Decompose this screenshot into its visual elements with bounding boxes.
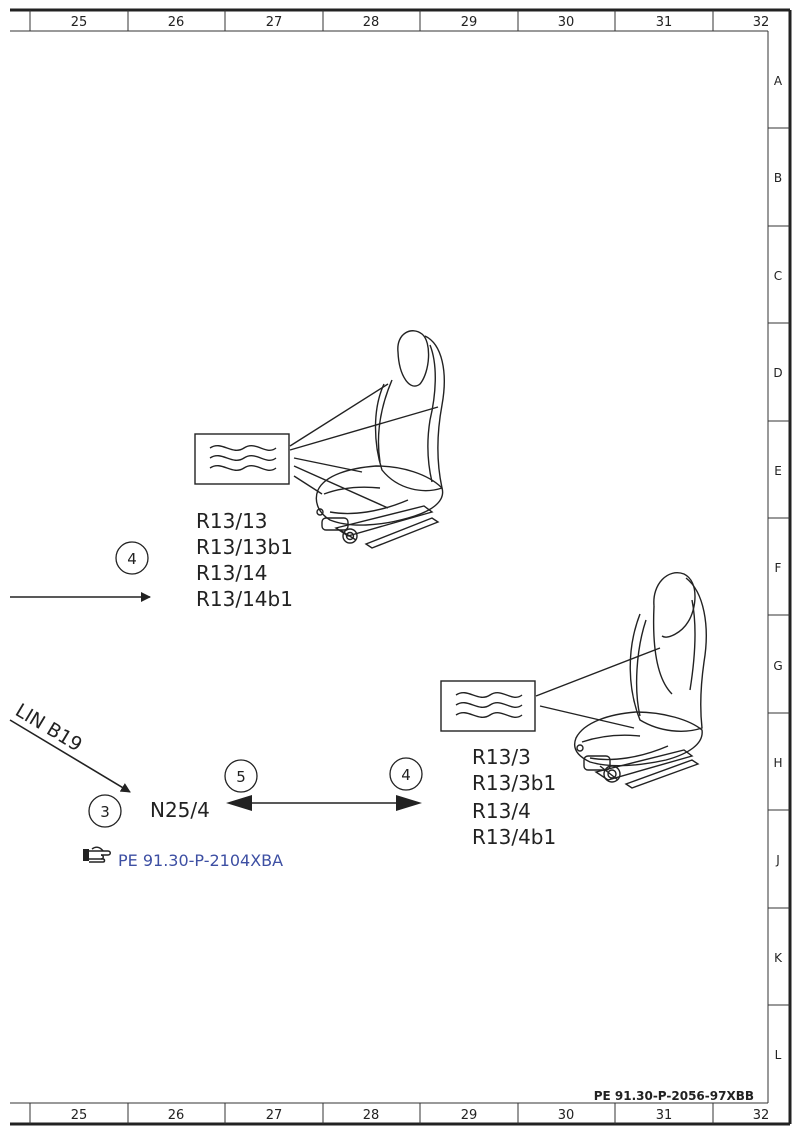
bottom-col-28: 28 bbox=[363, 1108, 380, 1123]
top-col-28: 28 bbox=[363, 15, 380, 30]
bidirectional-connection: 5 4 bbox=[224, 757, 423, 811]
top-col-29: 29 bbox=[461, 15, 478, 30]
lower-label-r13-3: R13/3 bbox=[472, 745, 531, 769]
upper-seat-labels: R13/13 R13/13b1 R13/14 R13/14b1 bbox=[196, 509, 293, 611]
row-L: L bbox=[775, 1048, 782, 1062]
bottom-column-ruler: 25 26 27 28 29 30 31 32 bbox=[29, 1103, 770, 1124]
upper-connection: 4 bbox=[10, 541, 151, 602]
left-circle-marker bbox=[88, 794, 122, 828]
lower-label-r13-4: R13/4 bbox=[472, 799, 531, 823]
lower-label-r13-4b1: R13/4b1 bbox=[472, 825, 556, 849]
upper-circle-number: 4 bbox=[127, 550, 137, 568]
top-column-ruler: 25 26 27 28 29 30 31 32 bbox=[29, 10, 770, 31]
mid-left-circle-number: 5 bbox=[236, 768, 246, 786]
row-A: A bbox=[774, 74, 783, 88]
mid-left-circle-marker bbox=[224, 759, 258, 793]
upper-label-r13-13: R13/13 bbox=[196, 509, 268, 533]
left-circle-number: 3 bbox=[100, 803, 110, 821]
sheet-frame bbox=[10, 8, 792, 1126]
row-H: H bbox=[773, 756, 782, 770]
row-F: F bbox=[775, 561, 782, 575]
left-circle-3: 3 bbox=[88, 794, 122, 828]
upper-heater-symbol bbox=[194, 433, 290, 485]
lin-arrow bbox=[9, 719, 131, 793]
upper-label-r13-13b1: R13/13b1 bbox=[196, 535, 293, 559]
lower-seat-labels: R13/3 R13/3b1 R13/4 R13/4b1 bbox=[472, 745, 556, 849]
top-col-31: 31 bbox=[656, 15, 673, 30]
row-B: B bbox=[774, 171, 782, 185]
bottom-col-27: 27 bbox=[266, 1108, 283, 1123]
bottom-col-29: 29 bbox=[461, 1108, 478, 1123]
row-D: D bbox=[773, 366, 782, 380]
bottom-col-30: 30 bbox=[558, 1108, 575, 1123]
bottom-col-25: 25 bbox=[71, 1108, 88, 1123]
mid-right-circle-number: 4 bbox=[401, 766, 411, 784]
bottom-col-31: 31 bbox=[656, 1108, 673, 1123]
top-col-30: 30 bbox=[558, 15, 575, 30]
row-K: K bbox=[774, 951, 783, 965]
row-J: J bbox=[775, 853, 780, 867]
module-label-n25-4: N25/4 bbox=[150, 798, 210, 822]
arrowhead-right bbox=[396, 795, 422, 811]
top-col-26: 26 bbox=[168, 15, 185, 30]
top-col-27: 27 bbox=[266, 15, 283, 30]
row-E: E bbox=[774, 464, 782, 478]
pointing-hand-icon bbox=[83, 846, 111, 863]
lower-heater-symbol bbox=[440, 680, 536, 732]
right-row-ruler: A B C D E F G H J K L bbox=[768, 74, 790, 1062]
lower-label-r13-3b1: R13/3b1 bbox=[472, 771, 556, 795]
arrowhead-left bbox=[226, 795, 252, 811]
reference-link[interactable]: PE 91.30-P-2104XBA bbox=[83, 846, 283, 870]
top-col-25: 25 bbox=[71, 15, 88, 30]
bottom-col-26: 26 bbox=[168, 1108, 185, 1123]
row-C: C bbox=[774, 269, 782, 283]
row-G: G bbox=[773, 659, 782, 673]
upper-label-r13-14: R13/14 bbox=[196, 561, 268, 585]
upper-circle-marker bbox=[115, 541, 149, 575]
bottom-col-32: 32 bbox=[753, 1108, 770, 1123]
lin-b19-connection: LIN B19 bbox=[9, 699, 131, 793]
document-number: PE 91.30-P-2056-97XBB bbox=[594, 1089, 754, 1103]
upper-label-r13-14b1: R13/14b1 bbox=[196, 587, 293, 611]
top-col-32: 32 bbox=[753, 15, 770, 30]
upper-seat-illustration bbox=[289, 330, 445, 549]
reference-link-text[interactable]: PE 91.30-P-2104XBA bbox=[118, 851, 283, 870]
lower-seat-illustration bbox=[535, 572, 707, 789]
mid-right-circle-marker bbox=[389, 757, 423, 791]
